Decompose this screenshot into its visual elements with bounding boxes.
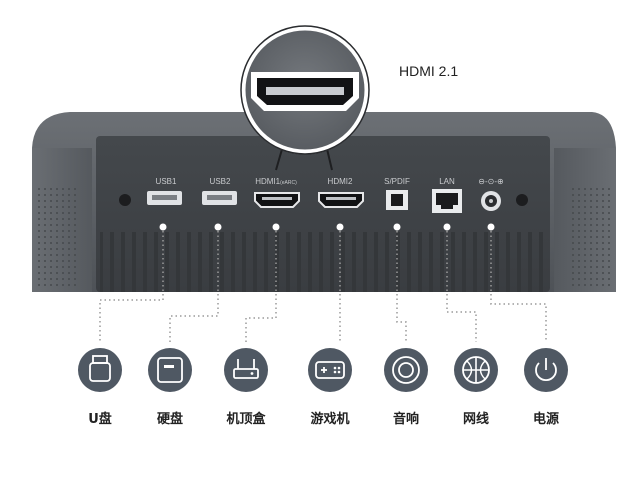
- network-cable-icon: [454, 348, 498, 392]
- set-top-box-icon: [224, 348, 268, 392]
- screw-left: [119, 194, 131, 206]
- connector-lines: [99, 231, 547, 342]
- ventilation-slots: [100, 232, 546, 292]
- usb-drive-icon: [78, 348, 122, 392]
- right-speaker-grille: [568, 184, 612, 288]
- speaker-icon: [384, 348, 428, 392]
- port-label-usb2: USB2: [210, 177, 231, 186]
- usb2-port[interactable]: [202, 191, 237, 205]
- device-label-usb-drive: U盘: [88, 412, 112, 427]
- hdmi1-port[interactable]: [254, 192, 300, 208]
- left-speaker-grille: [36, 184, 80, 288]
- screw-right: [516, 194, 528, 206]
- port-markers: [159, 223, 495, 231]
- hdmi-port-icon: [251, 72, 359, 111]
- device-label-hard-drive: 硬盘: [156, 412, 183, 427]
- port-label-usb1: USB1: [156, 177, 177, 186]
- device-label-speaker: 音响: [392, 412, 419, 427]
- port-label-spdif: S/PDIF: [384, 177, 410, 186]
- port-label-hdmi1: HDMI1(eARC): [255, 177, 297, 186]
- device-label-set-top-box: 机顶盒: [226, 412, 266, 427]
- usb1-port[interactable]: [147, 191, 182, 205]
- lan-port[interactable]: [432, 189, 462, 213]
- projector-body: [32, 112, 616, 292]
- spdif-port[interactable]: [386, 190, 408, 210]
- hdmi-callout: [240, 25, 370, 171]
- hard-drive-icon: [148, 348, 192, 392]
- game-console-icon: [308, 348, 352, 392]
- hdmi2-port[interactable]: [318, 192, 364, 208]
- port-label-dc-polarity: ⊖-⊙-⊕: [478, 177, 503, 186]
- device-label-network-cable: 网线: [462, 412, 489, 427]
- device-icon-circles: [78, 348, 568, 392]
- port-label-lan: LAN: [439, 177, 455, 186]
- device-label-game-console: 游戏机: [310, 412, 350, 427]
- power-icon: [524, 348, 568, 392]
- port-label-hdmi2: HDMI2: [328, 177, 353, 186]
- device-label-power: 电源: [532, 412, 559, 427]
- dc-power-port[interactable]: [481, 191, 501, 211]
- hdmi-callout-title: HDMI 2.1: [399, 63, 459, 79]
